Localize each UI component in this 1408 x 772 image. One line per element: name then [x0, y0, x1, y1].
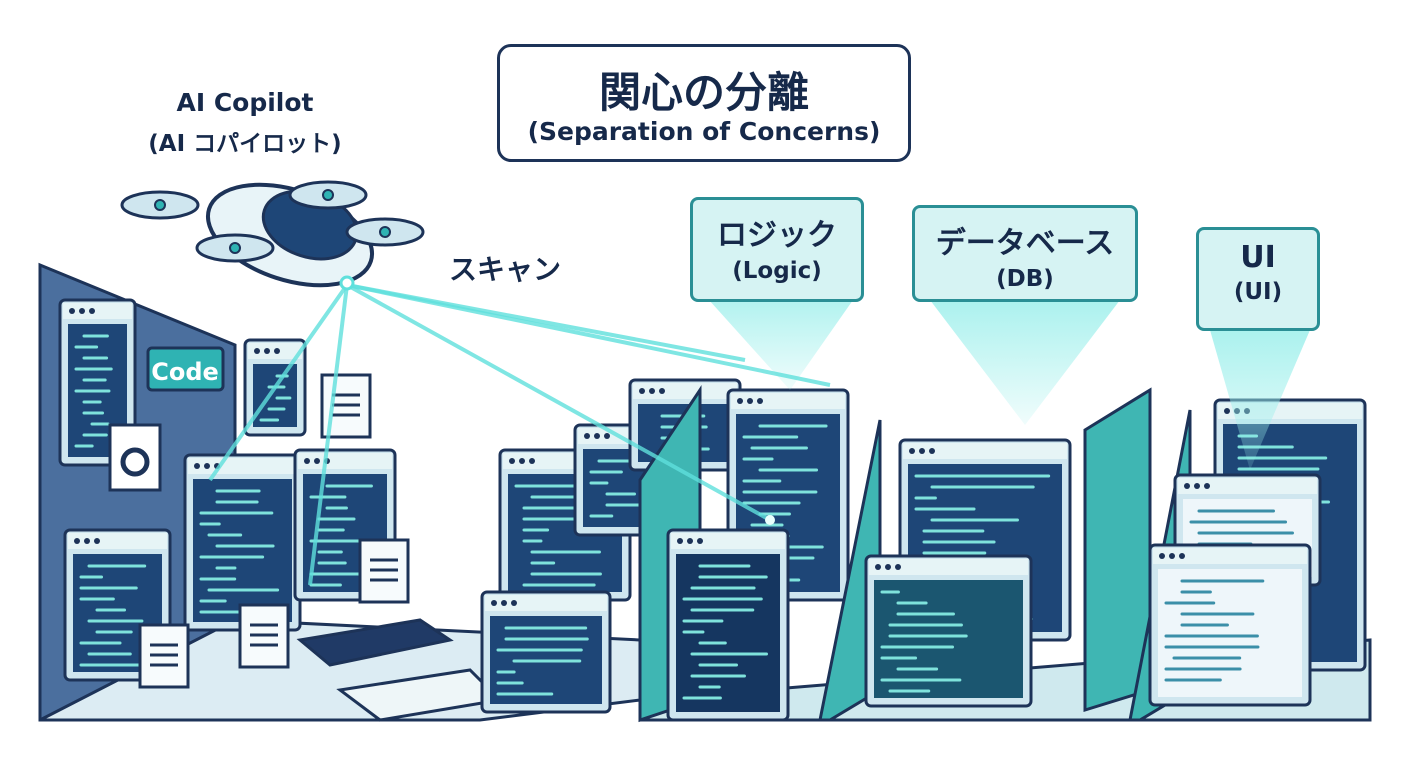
window-dot	[529, 458, 535, 464]
scan-beam	[208, 283, 349, 482]
window-dot	[747, 398, 753, 404]
window-dot	[79, 308, 85, 314]
category-db: データベース (DB)	[912, 205, 1138, 302]
window-titlebar	[869, 559, 1028, 575]
drone-lens	[339, 275, 355, 291]
window-dot	[69, 308, 75, 314]
window-dot	[74, 538, 80, 544]
window-dot	[511, 600, 517, 606]
window-titlebar	[671, 533, 785, 549]
window-dot	[519, 458, 525, 464]
window-dot	[875, 564, 881, 570]
window-titlebar	[633, 383, 737, 399]
rotor-hub	[322, 189, 334, 201]
window-titlebar	[485, 595, 607, 611]
projection-cone	[1210, 330, 1310, 470]
organized-stacks	[480, 290, 1372, 723]
window-dot	[491, 600, 497, 606]
window-dot	[509, 458, 515, 464]
window-dot	[501, 600, 507, 606]
category-ui: UI (UI)	[1196, 227, 1320, 331]
document-icon	[138, 623, 190, 689]
category-ui-sub: (UI)	[1233, 279, 1283, 305]
category-ui-label: UI	[1240, 240, 1276, 275]
category-logic: ロジック (Logic)	[690, 197, 864, 302]
rotor-hub	[154, 199, 166, 211]
window-dot	[194, 463, 200, 469]
keyboard	[296, 618, 454, 667]
window-dot	[737, 398, 743, 404]
window-dot	[1224, 408, 1230, 414]
window-titlebar	[68, 533, 167, 549]
window-body	[874, 580, 1023, 698]
window-dot	[1169, 553, 1175, 559]
projection-cone	[930, 300, 1120, 425]
projection-cone	[700, 290, 860, 390]
window-dot	[314, 458, 320, 464]
window-dot	[94, 538, 100, 544]
scan-beam	[346, 283, 771, 522]
scan-point	[765, 515, 775, 525]
window-titlebar	[903, 443, 1067, 459]
window-titlebar	[1153, 548, 1307, 564]
page-subtitle: (Separation of Concerns)	[527, 117, 881, 146]
window-dot	[1159, 553, 1165, 559]
window-dot	[264, 348, 270, 354]
messy-code-area: Code	[38, 262, 642, 722]
category-logic-label: ロジック	[717, 218, 837, 253]
copilot-name-ja: (AI コパイロット)	[148, 131, 342, 157]
window-dot	[639, 388, 645, 394]
rotor-hub	[379, 226, 391, 238]
code-tag-text: Code	[151, 358, 219, 386]
window-titlebar	[63, 303, 132, 319]
window-dot	[1179, 553, 1185, 559]
window-dot	[649, 388, 655, 394]
scan-label: スキャン	[448, 253, 561, 286]
rotor-hub	[229, 242, 241, 254]
window-dot	[909, 448, 915, 454]
window-dot	[757, 398, 763, 404]
window-dot	[1204, 483, 1210, 489]
title-box: 関心の分離 (Separation of Concerns)	[497, 44, 911, 162]
window-dot	[919, 448, 925, 454]
category-db-sub: (DB)	[996, 266, 1054, 292]
window-dot	[594, 433, 600, 439]
window-titlebar	[1178, 478, 1317, 494]
window-dot	[1184, 483, 1190, 489]
scan-beams	[208, 283, 831, 586]
copilot-name: AI Copilot	[176, 88, 314, 117]
window-dot	[304, 458, 310, 464]
window-body	[253, 364, 297, 427]
window-titlebar	[298, 453, 392, 469]
window-dot	[687, 538, 693, 544]
copilot-drone	[120, 180, 425, 291]
window-dot	[895, 564, 901, 570]
window-dot	[89, 308, 95, 314]
category-db-label: データベース	[935, 226, 1115, 261]
window-dot	[659, 388, 665, 394]
page-title: 関心の分離	[598, 68, 809, 117]
window-dot	[1194, 483, 1200, 489]
settings-doc	[108, 423, 162, 492]
window-dot	[677, 538, 683, 544]
window-dot	[885, 564, 891, 570]
window-body	[1158, 569, 1302, 697]
window-titlebar	[731, 393, 845, 409]
window-dot	[254, 348, 260, 354]
code-tag-box	[146, 346, 225, 392]
window-dot	[204, 463, 210, 469]
gear-icon	[120, 447, 150, 477]
window-dot	[84, 538, 90, 544]
window-dot	[604, 433, 610, 439]
scan-beam	[346, 283, 831, 387]
window-dot	[929, 448, 935, 454]
category-logic-sub: (Logic)	[732, 258, 822, 284]
document-icon	[238, 603, 290, 669]
window-dot	[697, 538, 703, 544]
scan-beam	[308, 284, 349, 586]
window-dot	[274, 348, 280, 354]
window-dot	[584, 433, 590, 439]
